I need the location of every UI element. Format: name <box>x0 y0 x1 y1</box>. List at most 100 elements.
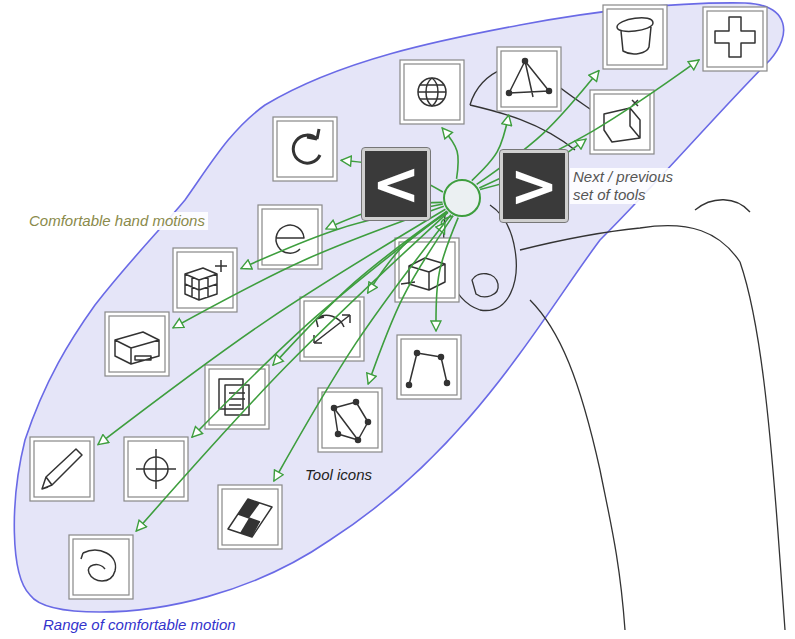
icon-frame <box>258 205 322 269</box>
hand-stroke <box>472 274 498 297</box>
icon-frame <box>497 47 561 111</box>
icon-frame-inner <box>322 392 378 448</box>
tool-icon <box>258 205 322 269</box>
icon-dot <box>547 89 552 94</box>
annotation-label: Range of comfortable motion <box>40 616 239 634</box>
tool-icon <box>300 297 364 361</box>
tool-icon <box>30 437 94 501</box>
motion-arrow <box>436 218 458 331</box>
icon-frame <box>173 248 237 312</box>
motion-arrow <box>274 215 451 481</box>
motion-arrow <box>442 128 458 179</box>
thumb-touch-point <box>444 180 480 216</box>
icon-dot <box>415 351 420 356</box>
icon-glyph <box>314 315 350 343</box>
hand-stroke <box>530 300 625 630</box>
icon-frame <box>318 388 382 452</box>
icon-frame-inner <box>222 489 278 545</box>
annotation-label: Next / previous set of tools <box>570 168 688 204</box>
icon-dot <box>407 383 412 388</box>
icon-frame-inner <box>404 64 460 120</box>
tool-icon <box>173 248 237 312</box>
icon-glyph <box>81 550 116 581</box>
motion-arrow <box>136 212 448 531</box>
icon-dot <box>523 59 528 64</box>
icon-glyph <box>185 260 227 300</box>
icon-frame-inner <box>594 94 650 150</box>
hand-stroke <box>470 105 575 150</box>
tool-icon <box>124 437 188 501</box>
icon-frame-inner <box>109 316 165 372</box>
icon-frame <box>124 437 188 501</box>
icon-glyph <box>617 18 653 54</box>
icon-frame-inner <box>401 339 457 395</box>
tool-set-button: < <box>362 148 430 220</box>
button-glyph: > <box>510 157 559 215</box>
tool-icon <box>69 535 133 599</box>
annotation-label: Comfortable hand motions <box>26 212 208 230</box>
icon-glyph <box>115 332 159 364</box>
icon-dot <box>356 438 361 443</box>
tool-icon <box>273 117 337 181</box>
button-glyph: < <box>372 155 421 213</box>
icon-frame <box>273 117 337 181</box>
icon-frame-inner <box>707 11 763 67</box>
motion-arrow <box>273 211 447 365</box>
icon-frame <box>105 312 169 376</box>
hand-stroke <box>520 226 785 630</box>
range-outline <box>14 3 783 612</box>
annotation-label: Tool icons <box>302 466 375 484</box>
icon-dot <box>439 355 444 360</box>
tool-icon <box>318 388 382 452</box>
icon-dot <box>354 400 359 405</box>
icon-frame <box>69 535 133 599</box>
tool-icon <box>603 5 667 69</box>
icon-glyph <box>409 353 447 385</box>
tool-icon <box>703 7 767 71</box>
icon-dot <box>144 457 168 481</box>
icon-dot <box>332 406 337 411</box>
tool-icon <box>497 47 561 111</box>
icon-dot <box>418 78 446 106</box>
motion-arrow <box>368 216 453 384</box>
icon-frame <box>397 335 461 399</box>
icon-glyph <box>136 449 176 489</box>
icon-frame <box>400 60 464 124</box>
icon-frame <box>218 485 282 549</box>
hand-stroke <box>695 200 750 212</box>
tool-set-button: > <box>500 150 568 222</box>
icon-glyph <box>293 129 320 163</box>
icon-frame-inner <box>501 51 557 107</box>
icon-frame-inner <box>607 9 663 65</box>
icon-glyph <box>418 78 446 106</box>
icon-frame-inner <box>128 441 184 497</box>
icon-glyph <box>509 61 549 97</box>
icon-dot <box>445 381 450 386</box>
icon-dot <box>507 91 512 96</box>
tool-icon <box>397 335 461 399</box>
tool-icon <box>590 90 654 154</box>
icon-frame-inner <box>262 209 318 265</box>
tool-icon <box>218 485 282 549</box>
icon-frame <box>603 5 667 69</box>
icon-frame <box>300 297 364 361</box>
icon-frame <box>703 7 767 71</box>
icon-frame-inner <box>34 441 90 497</box>
icon-glyph <box>42 449 82 489</box>
icon-frame-inner <box>73 539 129 595</box>
motion-arrow <box>98 209 445 444</box>
motion-arrow <box>173 206 444 328</box>
icon-glyph <box>276 225 304 253</box>
icon-dot <box>366 420 371 425</box>
icon-glyph <box>715 17 755 57</box>
tool-icon <box>400 60 464 124</box>
icon-frame <box>590 90 654 154</box>
tool-icon <box>105 312 169 376</box>
icon-dot <box>336 432 341 437</box>
icon-glyph <box>228 499 272 537</box>
icon-frame <box>30 437 94 501</box>
